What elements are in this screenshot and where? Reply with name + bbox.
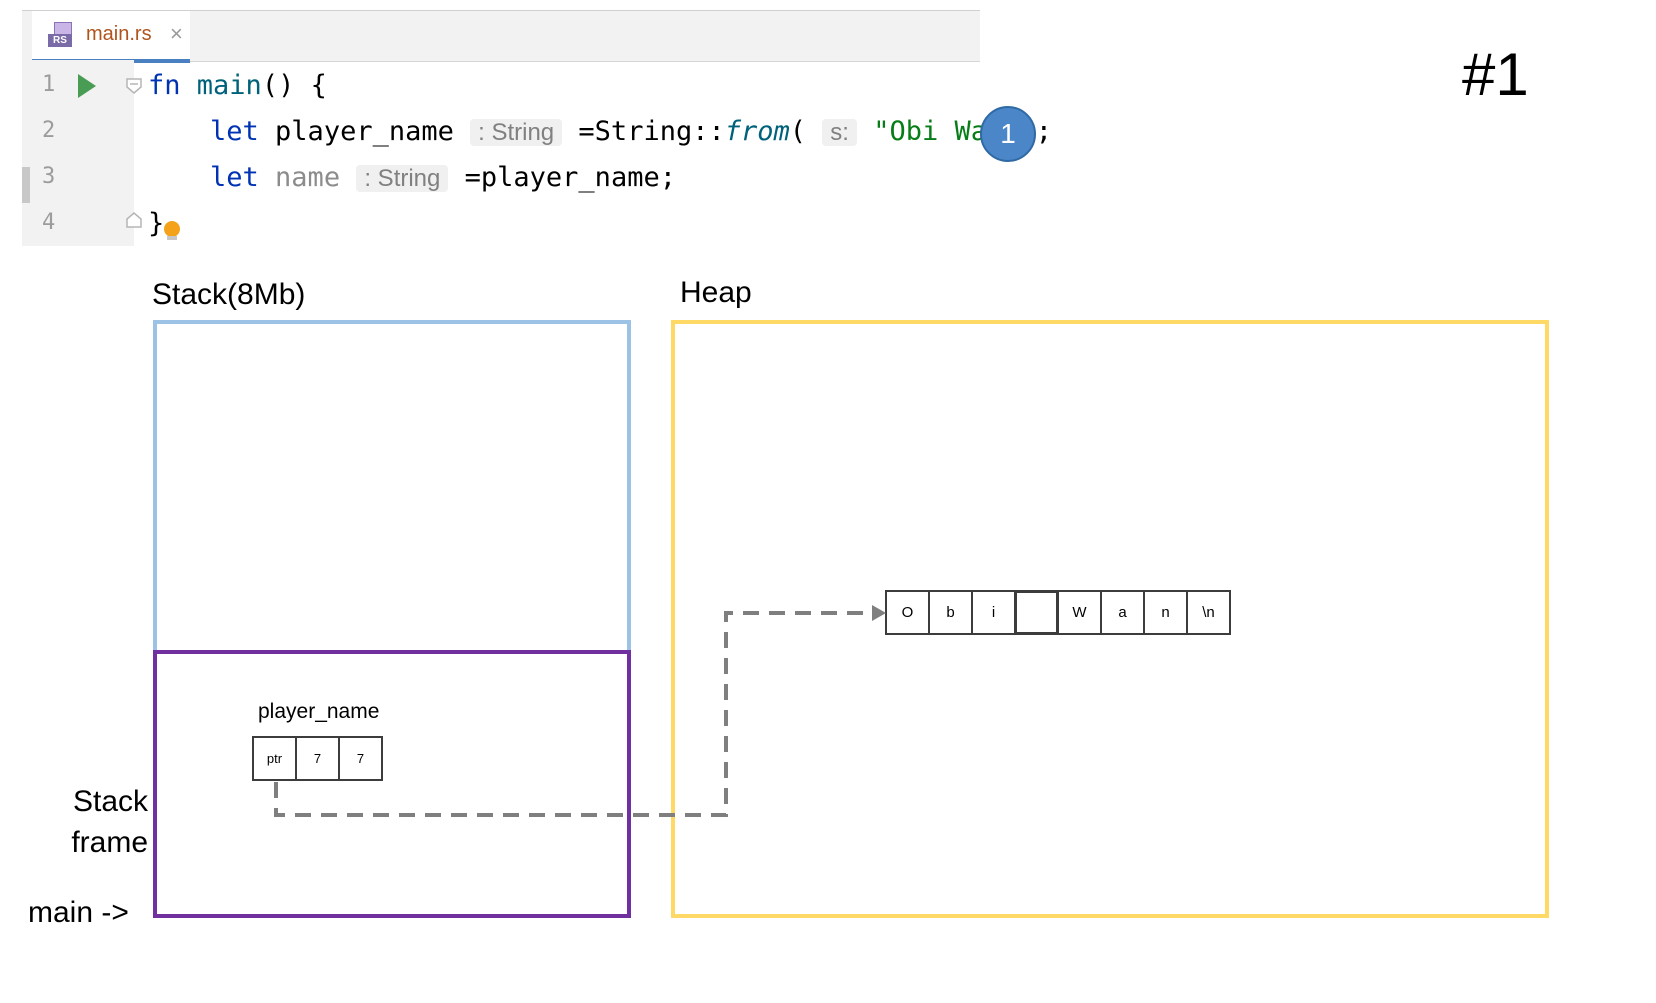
heap-string-bytes: O b i W a n \n [885,590,1231,635]
stack-title: Stack(8Mb) [152,278,306,311]
tab-label: main.rs [86,23,152,45]
slide-number: #1 [1462,41,1529,108]
main-frame-label: main -> [28,896,129,929]
heap-title: Heap [680,276,752,309]
line-number-3: 3 [42,164,56,189]
heap-byte: \n [1186,590,1231,635]
tab-bar: RS main.rs × [22,10,980,63]
parameter-hint: s: [822,119,857,146]
line-number-2: 2 [42,118,56,143]
code-line-1: fn main() { [148,70,327,101]
line-number-4: 4 [42,210,56,235]
type-hint: : String [356,165,449,192]
line-number-1: 1 [42,72,56,97]
stack-region [153,320,631,654]
stack-frame-label-2: frame [71,826,148,859]
lightbulb-icon[interactable] [164,221,180,237]
step-callout: 1 [980,106,1036,162]
tab-main-rs[interactable]: RS main.rs × [32,11,190,63]
fold-open-icon[interactable] [125,77,143,95]
stack-frame-main [153,650,631,918]
code-line-4: } [148,208,165,239]
gutter-marker [22,167,30,203]
fold-close-icon[interactable] [125,211,143,229]
run-icon[interactable] [78,74,96,98]
heap-region [671,320,1549,918]
stack-frame-label-1: Stack [72,785,148,818]
code-line-3: let name : String =player_name; [210,162,676,193]
type-hint: : String [470,119,563,146]
variable-name: player_name [258,700,380,723]
lightbulb-base [167,236,177,240]
close-icon[interactable]: × [170,21,183,46]
string-struct: ptr 7 7 [252,736,383,781]
capacity-field: 7 [338,736,383,781]
rust-file-icon: RS [48,22,78,48]
